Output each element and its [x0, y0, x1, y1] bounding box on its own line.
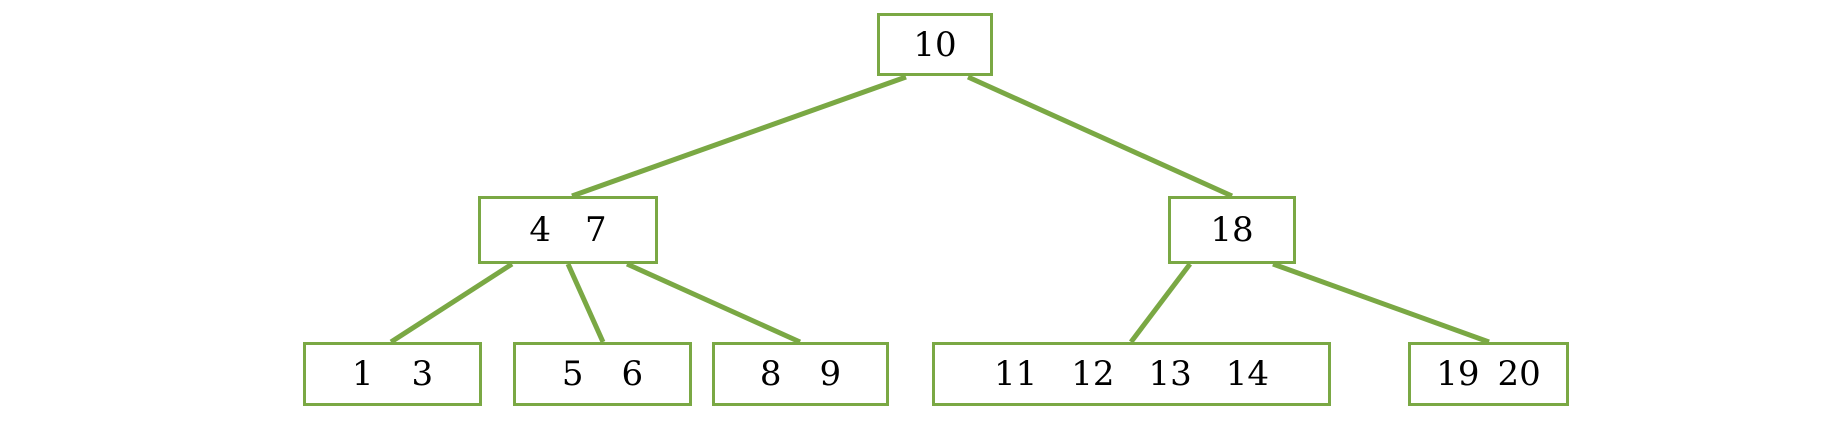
edge-18-to-11-12-13-14 [1129, 262, 1192, 344]
node-keys: 18 [1210, 213, 1253, 247]
node-key: 13 [1148, 354, 1192, 394]
edge-4-7-to-8-9 [625, 261, 802, 345]
node-18[interactable]: 18 [1168, 196, 1296, 264]
node-key: 11 [993, 354, 1038, 394]
node-11-12-13-14[interactable]: 11 12 13 14 [932, 342, 1331, 406]
node-key: 8 [759, 354, 782, 394]
node-keys: 10 [913, 28, 956, 62]
edge-10-to-4-7 [571, 74, 907, 199]
node-key: 9 [819, 354, 842, 394]
node-key: 4 [529, 210, 551, 250]
node-key: 1 [351, 354, 374, 394]
edge-10-to-18 [966, 74, 1234, 199]
node-key: 3 [411, 354, 434, 394]
node-key: 18 [1210, 210, 1254, 250]
node-key: 14 [1225, 354, 1270, 394]
edge-18-to-19-20 [1272, 261, 1490, 345]
node-key: 10 [913, 24, 957, 65]
edge-4-7-to-5-6 [565, 262, 606, 344]
node-key: 6 [621, 354, 644, 394]
node-key: 12 [1071, 354, 1115, 394]
node-keys: 11 12 13 14 [994, 357, 1269, 391]
node-key: 7 [585, 210, 607, 250]
node-key: 20 [1497, 354, 1541, 394]
node-10[interactable]: 10 [877, 13, 993, 76]
node-key: 5 [561, 354, 584, 394]
edge-4-7-to-1-3 [389, 261, 514, 345]
node-key: 19 [1436, 354, 1480, 394]
